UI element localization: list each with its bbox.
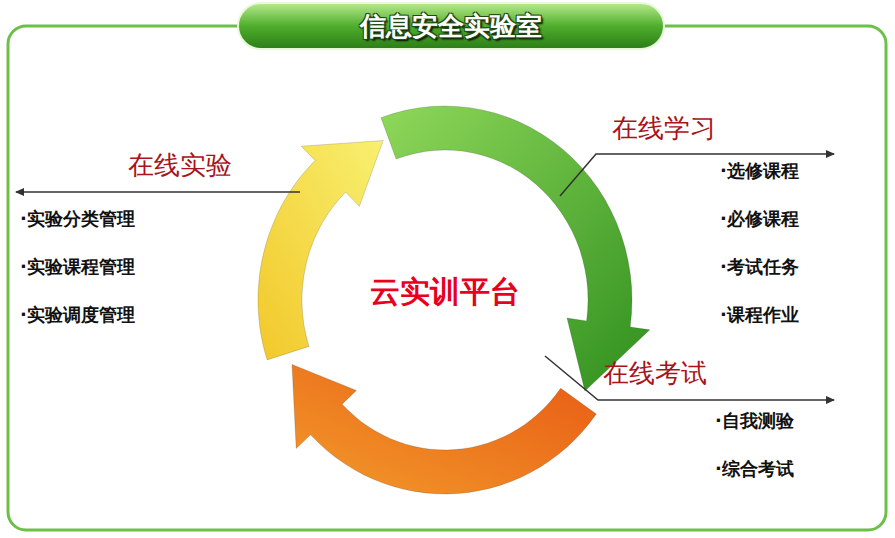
- module-group: 在线考试 ·自我测验 ·综合考试: [603, 358, 794, 480]
- title-pill: [238, 3, 664, 49]
- module-item: ·自我测验: [715, 410, 794, 432]
- module-item: ·课程作业: [720, 304, 799, 326]
- outer-frame: [8, 26, 886, 530]
- module-heading: 在线学习: [612, 113, 716, 144]
- module-item: ·实验课程管理: [20, 256, 135, 278]
- title-text: 信息安全实验室: [360, 9, 542, 44]
- module-item: ·实验调度管理: [20, 304, 135, 326]
- module-item: ·实验分类管理: [20, 208, 135, 230]
- module-heading: 在线实验: [128, 150, 232, 181]
- module-item: ·综合考试: [715, 458, 794, 480]
- module-group: 在线学习·选修课程 ·必修课程 ·考试任务 ·课程作业: [612, 113, 799, 326]
- module-item: ·考试任务: [720, 256, 799, 278]
- module-item: ·必修课程: [720, 208, 799, 230]
- center-label: 云实训平台: [370, 274, 520, 310]
- leader-line: [545, 356, 834, 400]
- module-group: 在线实验 ·实验分类管理 ·实验课程管理 ·实验调度管理: [20, 150, 232, 326]
- cycle-arrow: [292, 364, 596, 494]
- cycle-arrow: [258, 141, 383, 360]
- platform-name: 云实训平台: [370, 274, 520, 310]
- module-heading: 在线考试: [603, 358, 707, 389]
- leader-line: [560, 154, 834, 196]
- leader-line: [16, 191, 300, 193]
- module-item: ·选修课程: [720, 160, 799, 182]
- cycle-arrow: [381, 106, 650, 391]
- cycle-ring: [258, 106, 650, 494]
